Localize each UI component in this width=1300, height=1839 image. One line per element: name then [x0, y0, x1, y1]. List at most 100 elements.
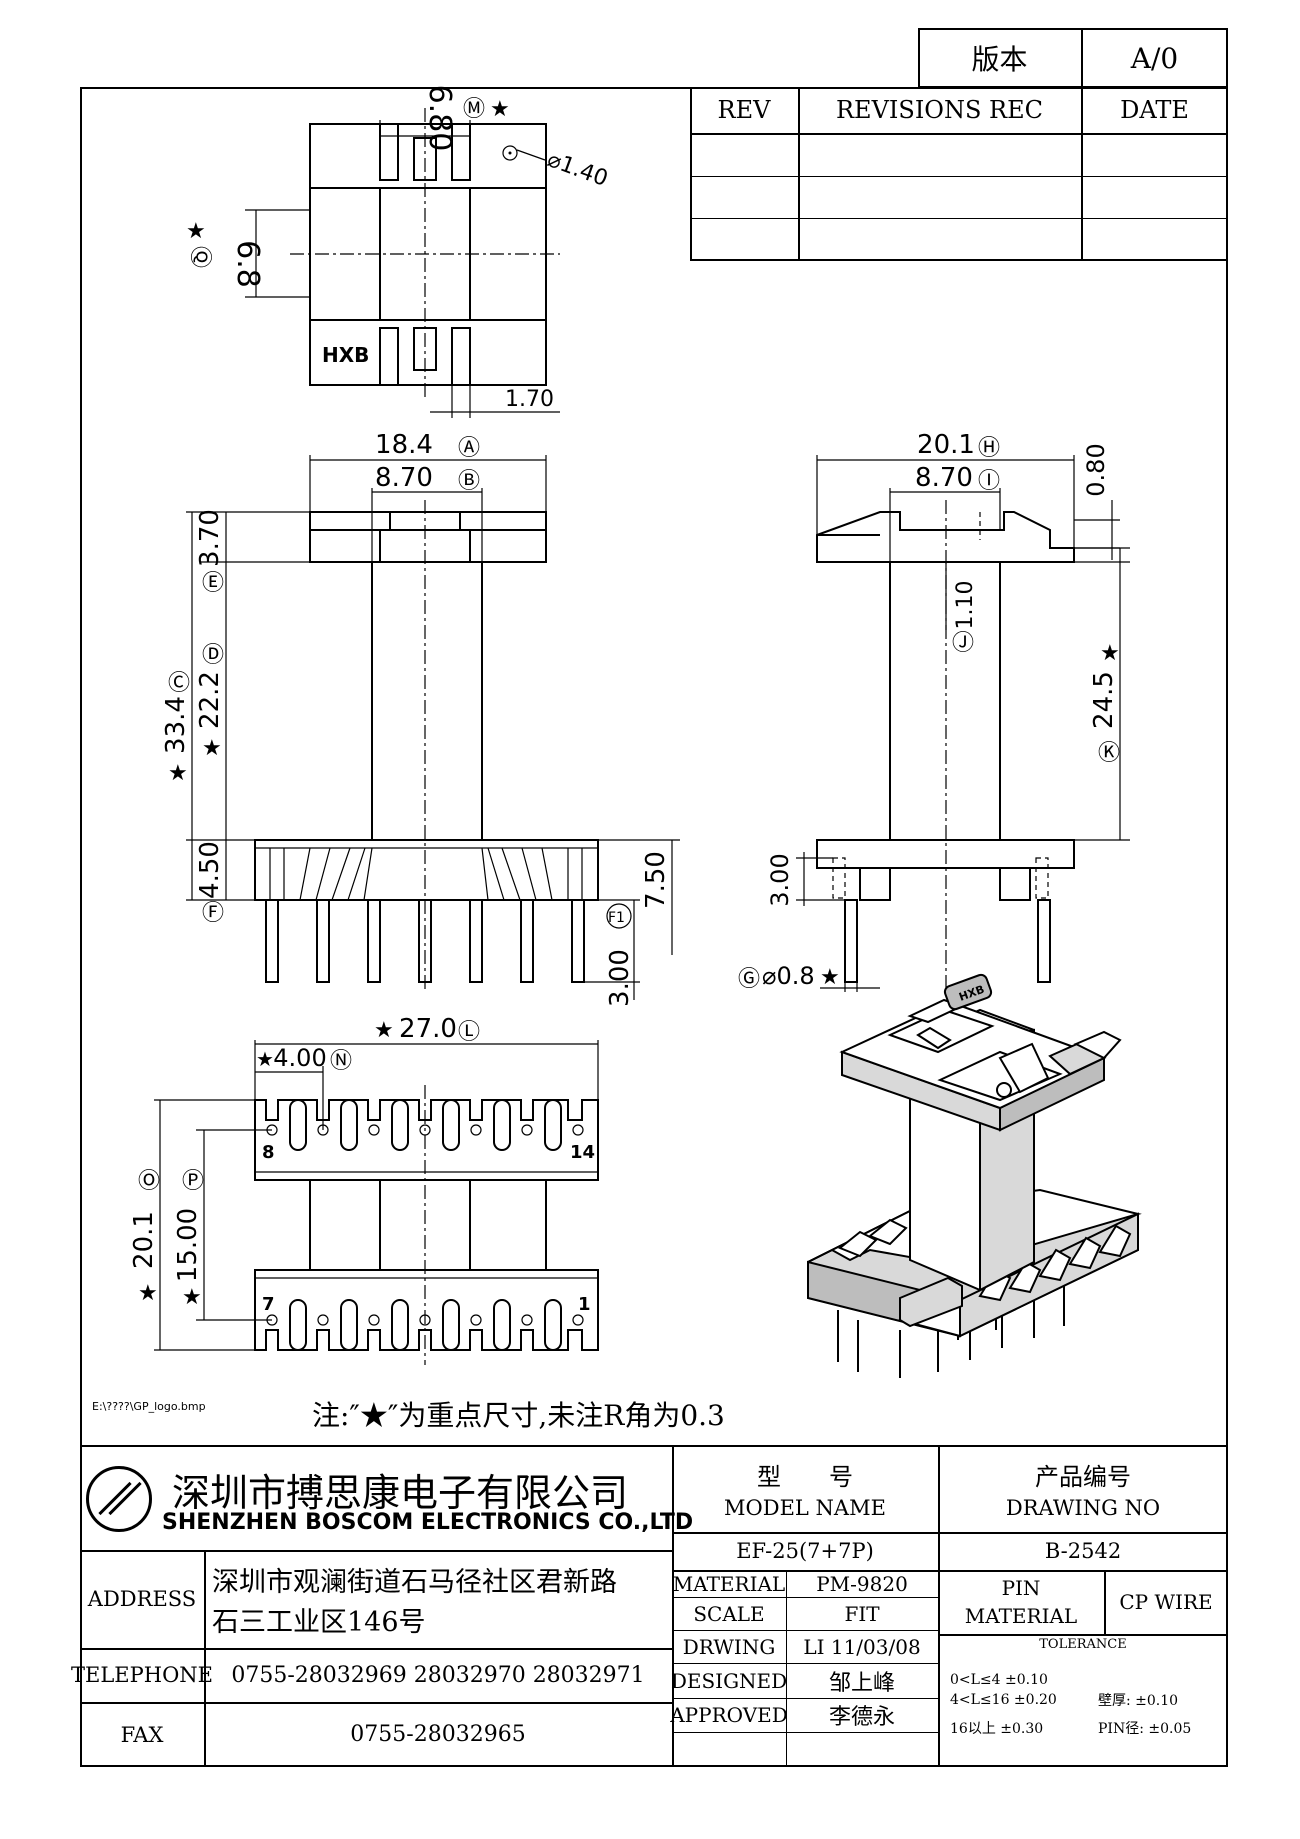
dim-row-span-inner: 15.00: [173, 1208, 203, 1282]
version-label: 版本: [971, 43, 1028, 76]
telephone-value: 0755-28032969 28032970 28032971: [231, 1662, 645, 1688]
dim-side-flange: 0.80: [1082, 443, 1110, 496]
marker-e: Ⓔ: [202, 571, 224, 596]
dim-winding-height: 22.2: [195, 671, 225, 729]
approved-label: APPROVED: [670, 1703, 788, 1727]
dim-base-height: 4.50: [195, 841, 225, 899]
company-logo: [86, 1466, 152, 1532]
revisions-rec-header: REVISIONS REC: [835, 96, 1044, 124]
marker-p: Ⓟ: [182, 1169, 204, 1194]
star-m: ★: [490, 97, 510, 122]
tolerance-3: 16以上 ±0.30: [950, 1721, 1044, 1737]
tolerance-label: TOLERANCE: [1039, 1636, 1127, 1652]
star-k: ★: [1100, 641, 1120, 666]
material-label: MATERIAL: [672, 1571, 786, 1596]
star-d: ★: [202, 736, 222, 761]
front-view: 18.4 Ⓐ 8.70 Ⓑ 3.70 Ⓔ Ⓓ 22.2 ★ Ⓒ 33.4 ★ 4…: [161, 430, 680, 1007]
dim-front-inner: 8.70: [375, 463, 433, 493]
tolerance-1: 0<L≤4 ±0.10: [950, 1672, 1048, 1688]
company-name-cn: 深圳市搏思康电子有限公司: [172, 1471, 629, 1515]
star-q: ★: [186, 219, 206, 244]
scale-label: SCALE: [693, 1601, 765, 1626]
tolerance-wall: 壁厚: ±0.10: [1098, 1693, 1179, 1709]
dim-bottom-width: 27.0: [399, 1014, 457, 1044]
marker-i: Ⓘ: [978, 469, 1000, 494]
star-c: ★: [168, 761, 188, 786]
pin-label-14: 14: [570, 1142, 595, 1163]
model-label-cn: 型 号: [757, 1462, 853, 1491]
star-n: ★: [256, 1047, 274, 1071]
dim-pin-length: 3.00: [605, 949, 635, 1007]
marker-j: Ⓙ: [952, 631, 974, 656]
dim-pin-dia: ⌀0.8: [762, 962, 815, 990]
marker-d: Ⓓ: [202, 643, 224, 668]
dim-side-width: 20.1: [917, 430, 975, 460]
dim-side-inner: 8.70: [915, 463, 973, 493]
marker-m: Ⓜ: [463, 97, 485, 122]
date-header: DATE: [1120, 96, 1189, 124]
side-view: 20.1 Ⓗ 8.70 Ⓘ 0.80 ★ 24.5 Ⓚ 1.10 Ⓙ 3.00 …: [738, 430, 1130, 992]
designed-label: DESIGNED: [670, 1668, 788, 1693]
pin-material-label-2: MATERIAL: [964, 1604, 1078, 1628]
marker-c: Ⓒ: [168, 671, 190, 696]
address-line2: 石三工业区146号: [212, 1607, 426, 1638]
drwing-label: DRWING: [682, 1634, 776, 1659]
marker-q: Ⓠ: [187, 246, 212, 268]
dim-pitch: 4.00: [273, 1044, 326, 1072]
rev-header: REV: [717, 96, 771, 124]
marker-n: Ⓝ: [330, 1049, 352, 1074]
technical-drawing: .ln{stroke:#000;stroke-width:2;fill:none…: [92, 85, 1142, 1413]
dim-total-height: 33.4: [161, 696, 191, 754]
version-value: A/0: [1130, 41, 1179, 75]
pin-label-7: 7: [262, 1294, 275, 1315]
fax-label: FAX: [120, 1722, 164, 1747]
dim-hole: ⌀1.40: [544, 147, 611, 192]
marker-a: Ⓐ: [458, 436, 480, 461]
marker-k: Ⓚ: [1098, 741, 1120, 766]
file-path: E:\????\GP_logo.bmp: [92, 1400, 206, 1413]
fax-value: 0755-28032965: [350, 1722, 526, 1747]
note-text: 注:″★″为重点尺寸,未注R角为0.3: [312, 1399, 725, 1432]
marker-f1: F1: [608, 910, 625, 926]
top-view: HXB 6.80 Ⓜ ★ 6.8 Ⓠ ★ ⌀1.40 1.70: [186, 85, 611, 418]
drawing-no-value: B-2542: [1044, 1539, 1122, 1563]
material-value: PM-9820: [816, 1571, 908, 1596]
marker-f: Ⓕ: [202, 901, 224, 926]
tolerance-2: 4<L≤16 ±0.20: [950, 1692, 1057, 1708]
address-label: ADDRESS: [87, 1587, 197, 1611]
approved-value: 李德永: [828, 1705, 895, 1730]
pin-label-8: 8: [262, 1142, 275, 1163]
drwing-value: LI 11/03/08: [803, 1634, 921, 1659]
dim-row-span: 20.1: [129, 1211, 159, 1269]
tolerance-pin: PIN径: ±0.05: [1098, 1721, 1192, 1737]
dim-front-width: 18.4: [375, 430, 433, 460]
dim-flange-height: 3.70: [195, 509, 225, 567]
pin-material-label-1: PIN: [1001, 1576, 1041, 1600]
star-p: ★: [182, 1285, 202, 1310]
star-o: ★: [138, 1281, 158, 1306]
drawing-no-label-en: DRAWING NO: [1005, 1496, 1161, 1520]
dim-side-winding: 24.5: [1089, 671, 1119, 729]
company-name-en: SHENZHEN BOSCOM ELECTRONICS CO.,LTD: [162, 1510, 694, 1535]
pin-material-value: CP WIRE: [1119, 1590, 1213, 1614]
marking-text: HXB: [322, 343, 369, 367]
isometric-view: HXB: [807, 973, 1142, 1378]
drawing-no-label-cn: 产品编号: [1035, 1462, 1131, 1491]
pin-label-1: 1: [578, 1294, 591, 1315]
telephone-label: TELEPHONE: [71, 1663, 213, 1687]
marker-l: Ⓛ: [458, 1020, 480, 1045]
dim-top-height: 6.8: [230, 240, 265, 288]
dim-top-width: 6.80: [422, 85, 457, 152]
marker-g: Ⓖ: [738, 967, 760, 992]
bottom-view: 8 14 7 1 ★ 27.0 Ⓛ ★ 4.00 Ⓝ: [129, 1014, 599, 1365]
dim-side-pin: 3.00: [766, 853, 794, 906]
marker-h: Ⓗ: [978, 436, 1000, 461]
revision-table: [690, 87, 1228, 261]
scale-value: FIT: [844, 1601, 880, 1626]
marker-o: Ⓞ: [138, 1169, 160, 1194]
star-l: ★: [374, 1018, 394, 1043]
address-line1: 深圳市观澜街道石马径社区君新路: [212, 1567, 617, 1598]
dim-side-gap: 1.10: [953, 581, 978, 630]
model-label-en: MODEL NAME: [724, 1496, 886, 1520]
drawing-frame: [80, 87, 1228, 1767]
